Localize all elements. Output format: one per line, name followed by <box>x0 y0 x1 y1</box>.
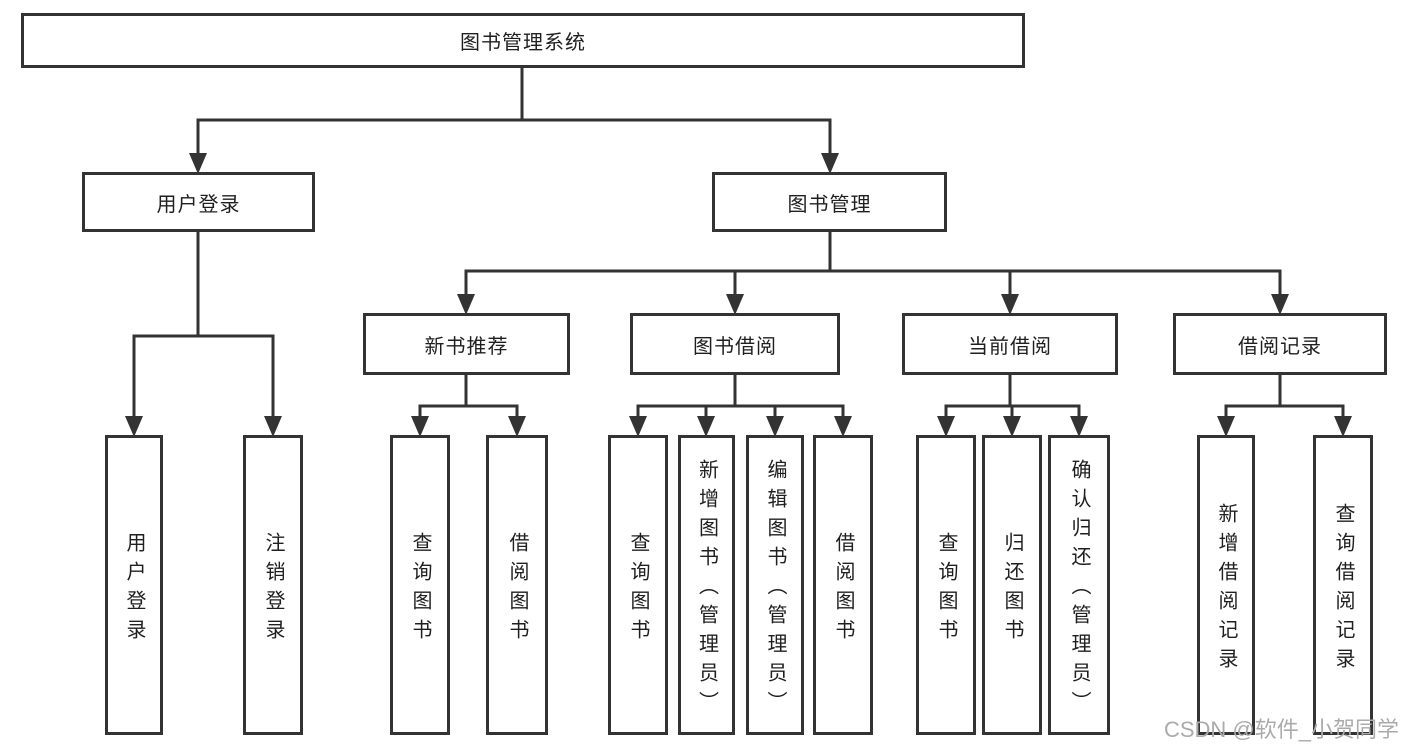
node-label: 编辑图书（管理员） <box>764 459 786 720</box>
node-book-borrowing: 图书借阅 <box>630 313 840 375</box>
leaf-user-login: 用户登录 <box>105 435 163 735</box>
leaf-return-books: 归还图书 <box>982 435 1042 735</box>
leaf-query-books-recommend: 查询图书 <box>390 435 450 735</box>
arrowheads <box>125 120 1352 437</box>
node-current-borrowing: 当前借阅 <box>902 313 1118 375</box>
node-label: 图书管理 <box>787 193 872 216</box>
node-new-book-recommend: 新书推荐 <box>363 313 570 375</box>
node-book-management-system: 图书管理系统 <box>21 13 1025 68</box>
node-label: 用户登录 <box>123 531 145 648</box>
node-label: 新增图书（管理员） <box>695 459 718 720</box>
node-label: 归还图书 <box>1001 531 1023 648</box>
node-label: 新书推荐 <box>424 335 509 358</box>
leaf-query-books-current: 查询图书 <box>916 435 976 735</box>
node-label: 用户登录 <box>156 193 241 216</box>
node-label: 借阅图书 <box>832 531 854 648</box>
tree-edges <box>132 66 1345 408</box>
leaf-query-borrow-record: 查询借阅记录 <box>1313 435 1373 735</box>
node-label: 借阅记录 <box>1238 335 1322 358</box>
node-label: 图书管理系统 <box>460 32 586 54</box>
node-label: 图书借阅 <box>693 335 777 358</box>
leaf-add-books-admin: 新增图书（管理员） <box>678 435 735 735</box>
node-book-management: 图书管理 <box>712 172 947 232</box>
leaf-borrow-books-recommend: 借阅图书 <box>486 435 548 735</box>
node-label: 注销登录 <box>262 531 284 648</box>
csdn-watermark: CSDN @软件_小贺同学 <box>1163 717 1399 742</box>
leaf-logout-login: 注销登录 <box>243 435 303 735</box>
node-label: 查询图书 <box>409 531 431 648</box>
node-label: 借阅图书 <box>506 531 528 648</box>
node-label: 当前借阅 <box>968 335 1052 358</box>
node-label: 查询图书 <box>935 531 957 648</box>
leaf-query-books-borrowing: 查询图书 <box>608 435 668 735</box>
node-label: 确认归还（管理员） <box>1068 459 1090 720</box>
node-borrowing-records: 借阅记录 <box>1173 313 1387 375</box>
leaf-add-borrow-record: 新增借阅记录 <box>1197 435 1255 735</box>
node-user-login: 用户登录 <box>82 172 315 232</box>
node-label: 新增借阅记录 <box>1215 502 1237 677</box>
node-label: 查询图书 <box>627 531 649 648</box>
node-label: 查询借阅记录 <box>1332 502 1354 677</box>
leaf-edit-books-admin: 编辑图书（管理员） <box>746 435 804 735</box>
leaf-confirm-return-admin: 确认归还（管理员） <box>1048 435 1110 735</box>
leaf-borrow-books-borrowing: 借阅图书 <box>813 435 873 735</box>
